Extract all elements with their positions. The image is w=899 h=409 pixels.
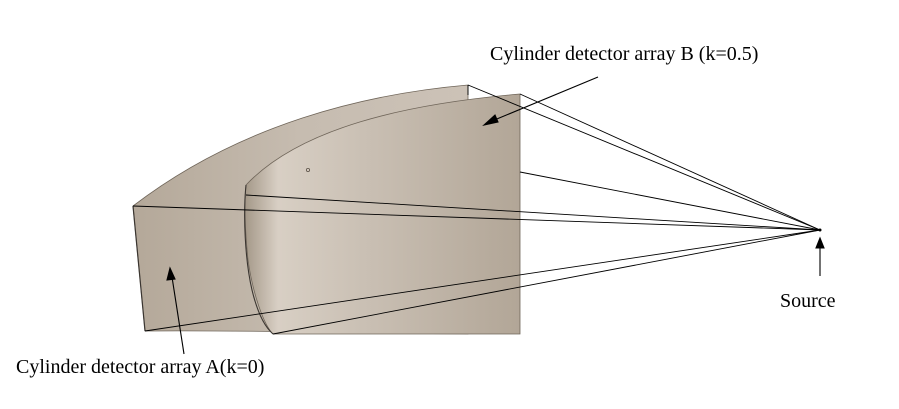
- arrow-a-head: [166, 266, 176, 281]
- wire-b-right-bottom: [519, 171, 821, 231]
- arrow-b-shaft: [491, 76, 599, 122]
- arrow-a-shaft: [171, 276, 185, 355]
- detector-array-b-center-mark: [305, 167, 310, 172]
- arrow-b-head: [482, 114, 499, 126]
- arrow-source-head: [815, 236, 825, 249]
- label-source: Source: [780, 290, 836, 312]
- detector-array-a-front-edge: [132, 205, 146, 332]
- detector-array-b: [244, 93, 521, 335]
- annotation-arrows: [166, 76, 825, 355]
- wire-a-left-bottom: [144, 229, 821, 332]
- wire-a-left-top: [132, 205, 821, 231]
- wire-b-left-bottom: [272, 229, 821, 335]
- wire-b-left-top: [245, 194, 821, 231]
- wire-a-right-top: [467, 84, 821, 231]
- source-point: [818, 228, 822, 232]
- label-detector-array-a: Cylinder detector array A(k=0): [16, 356, 265, 378]
- wire-b-right-top: [519, 93, 821, 231]
- wireframe-lines: [132, 84, 821, 335]
- detector-array-b-surface: [244, 93, 521, 335]
- label-detector-array-b: Cylinder detector array B (k=0.5): [490, 43, 759, 65]
- detector-array-b-front-edge: [244, 184, 274, 335]
